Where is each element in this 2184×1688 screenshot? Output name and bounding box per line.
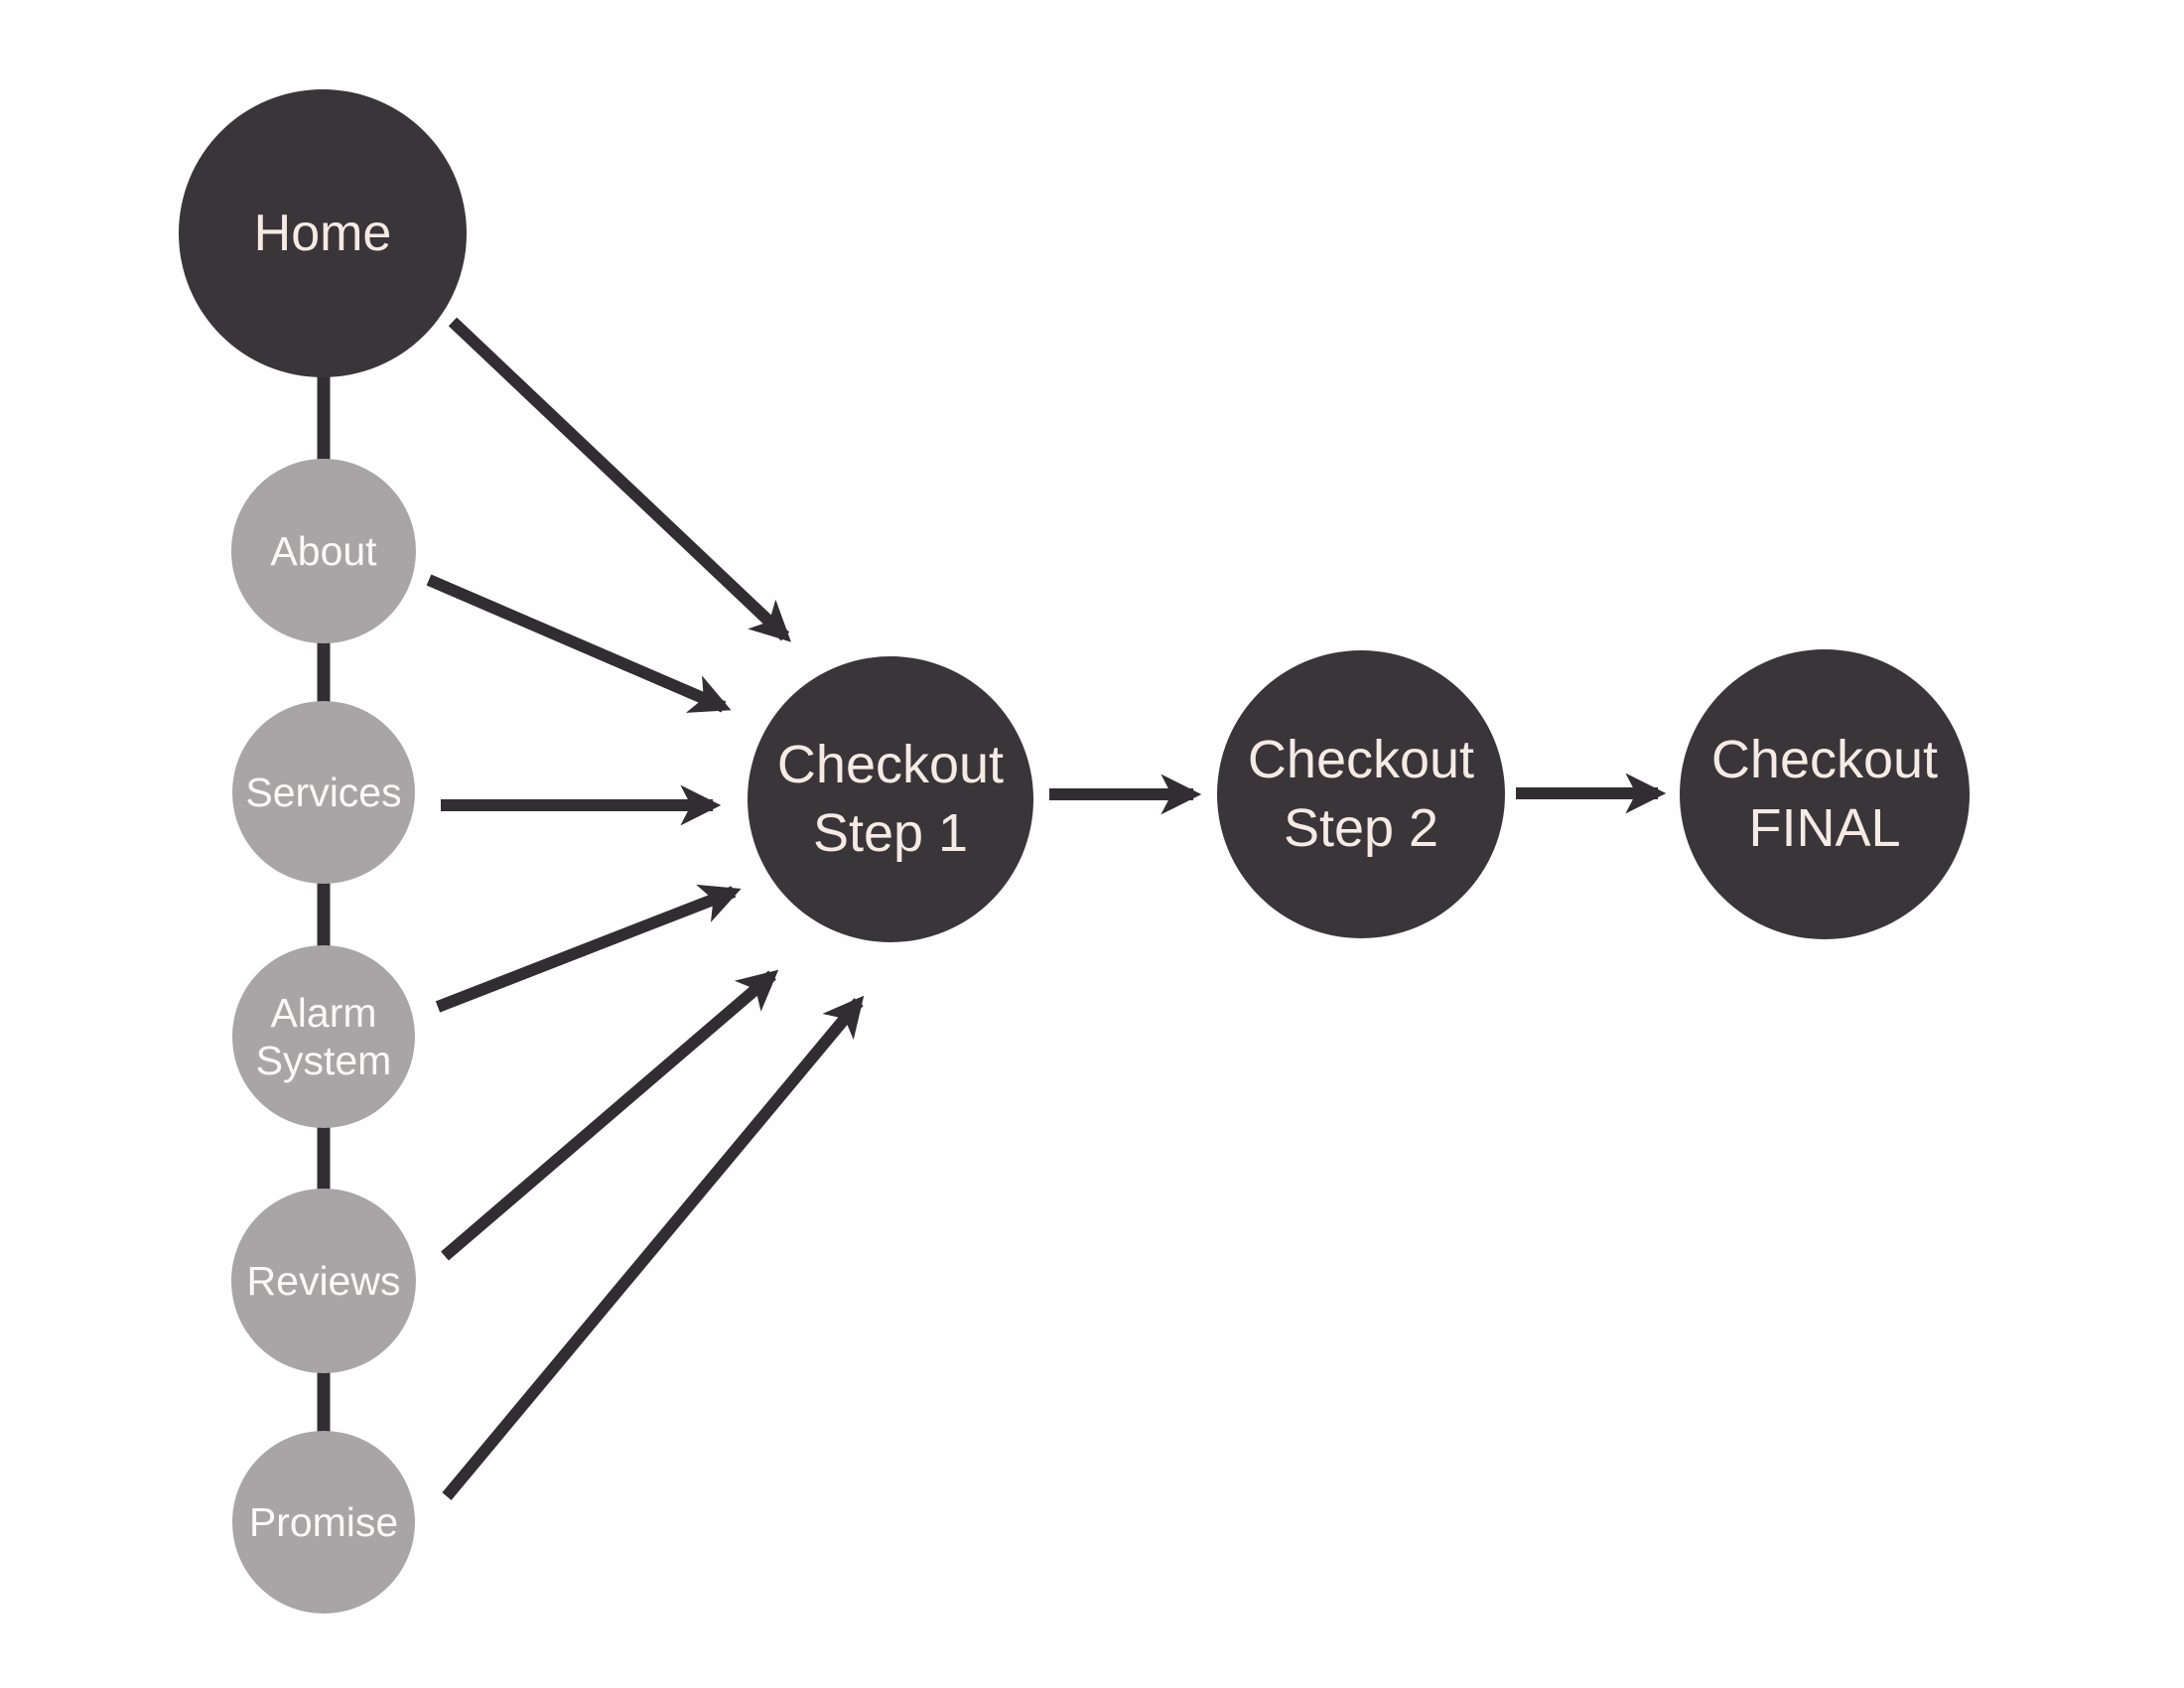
node-services-label: Services	[245, 769, 402, 815]
node-checkout-final: Checkout FINAL	[1680, 649, 1970, 939]
node-promise: Promise	[232, 1431, 415, 1614]
node-home: Home	[179, 89, 467, 377]
node-checkout-final-label-line1: Checkout	[1710, 729, 1939, 789]
edge-home-to-checkout-step-1	[448, 317, 791, 642]
edge-alarm-system-to-checkout-step-1	[435, 884, 742, 1013]
node-checkout-final-label-line2: FINAL	[1748, 798, 1901, 858]
node-alarm-system-label-line2: System	[255, 1038, 392, 1083]
edge-promise-to-checkout-step-1	[442, 995, 865, 1500]
node-checkout-step-1-label-line2: Step 1	[812, 803, 969, 863]
node-alarm-system: Alarm System	[232, 945, 415, 1128]
node-alarm-system-label-line1: Alarm	[270, 989, 377, 1036]
edge-reviews-to-checkout-step-1	[441, 969, 779, 1261]
node-home-label: Home	[253, 205, 392, 262]
node-about-label: About	[270, 527, 377, 574]
node-services: Services	[232, 701, 415, 884]
node-checkout-step-1-label-line1: Checkout	[776, 734, 1005, 794]
node-checkout-step-2: Checkout Step 2	[1217, 650, 1505, 938]
node-promise-label: Promise	[248, 1498, 399, 1545]
node-checkout-step-1: Checkout Step 1	[748, 656, 1033, 942]
node-reviews: Reviews	[231, 1189, 416, 1373]
node-reviews-label: Reviews	[246, 1257, 401, 1304]
node-checkout-step-2-label-line2: Step 2	[1283, 798, 1439, 858]
edge-about-to-checkout-step-1	[426, 574, 732, 713]
node-about: About	[231, 459, 416, 643]
node-checkout-step-2-label-line1: Checkout	[1247, 729, 1475, 789]
